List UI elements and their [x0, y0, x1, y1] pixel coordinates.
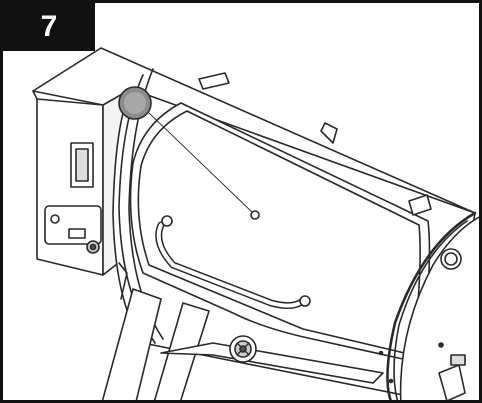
pellet-hopper — [36, 88, 132, 276]
control-panel — [44, 205, 102, 254]
fan-vent-icon — [229, 335, 257, 363]
grill-illustration — [32, 47, 479, 400]
lid-hinge — [198, 72, 432, 216]
lid-handle — [155, 215, 311, 310]
step-number: 7 — [40, 10, 58, 43]
thermometer-gauge-icon — [118, 86, 152, 120]
leader-line — [148, 112, 254, 214]
grill-legs — [101, 262, 384, 400]
step-number-badge: 7 — [3, 3, 95, 51]
callout-point — [250, 210, 260, 220]
barrel-end-cap — [378, 211, 479, 400]
